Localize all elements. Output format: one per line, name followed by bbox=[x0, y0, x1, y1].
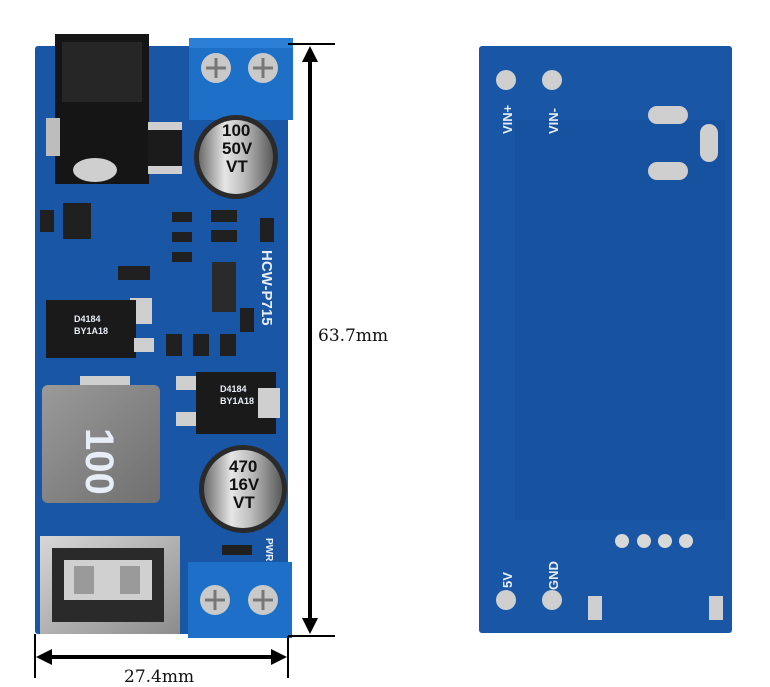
via bbox=[637, 534, 651, 548]
mosfet-marking-2: BY1A18 bbox=[74, 326, 108, 336]
vin-minus-pad bbox=[542, 70, 562, 90]
cap-voltage: 50V bbox=[222, 139, 253, 158]
mosfet2-marking: D4184 bbox=[220, 384, 247, 394]
inductor: 100 bbox=[42, 376, 160, 503]
cap-out-voltage: 16V bbox=[229, 475, 260, 494]
smd-parts bbox=[40, 203, 274, 356]
cap-series: VT bbox=[226, 157, 248, 176]
solder-pad bbox=[588, 596, 602, 620]
width-dimension: 27.4mm bbox=[34, 634, 289, 687]
cap-out-series: VT bbox=[233, 493, 255, 512]
mosfet2-marking-2: BY1A18 bbox=[220, 396, 254, 406]
pwr-label: PWR bbox=[263, 538, 274, 562]
via bbox=[615, 534, 629, 548]
cap-out-value: 470 bbox=[229, 457, 257, 476]
slot-pad bbox=[648, 106, 688, 124]
mosfet-2: D4184 BY1A18 bbox=[176, 372, 280, 434]
width-label: 27.4mm bbox=[124, 667, 194, 687]
front-board: 100 50V VT D4184 BY1A18 bbox=[35, 34, 293, 638]
usb-port bbox=[40, 536, 180, 634]
via bbox=[679, 534, 693, 548]
via bbox=[658, 534, 672, 548]
board-label: HCW-P715 bbox=[258, 250, 275, 326]
input-terminal bbox=[189, 38, 293, 120]
vin-plus-pad bbox=[496, 70, 516, 90]
5v-pad bbox=[496, 590, 516, 610]
gnd-pad bbox=[542, 590, 562, 610]
height-label: 63.7mm bbox=[318, 326, 388, 346]
dc-jack bbox=[46, 34, 149, 184]
slot-pad bbox=[648, 162, 688, 180]
solder-pad bbox=[709, 596, 723, 620]
mosfet-1: D4184 BY1A18 bbox=[46, 298, 154, 358]
input-capacitor: 100 50V VT bbox=[194, 115, 278, 199]
mosfet-marking: D4184 bbox=[74, 314, 101, 324]
inductor-marking: 100 bbox=[77, 428, 121, 495]
output-capacitor: 470 16V VT bbox=[199, 445, 287, 533]
vin-minus-label: VIN- bbox=[546, 108, 561, 134]
vin-plus-label: VIN+ bbox=[500, 104, 515, 134]
slot-pad bbox=[700, 124, 718, 162]
5v-label: 5V bbox=[500, 572, 515, 588]
output-terminal bbox=[188, 562, 292, 638]
height-dimension: 63.7mm bbox=[288, 43, 388, 637]
back-board: VIN+ VIN- 5V GND bbox=[479, 46, 732, 633]
cap-value: 100 bbox=[222, 121, 250, 140]
diode bbox=[148, 122, 182, 174]
gnd-label: GND bbox=[546, 561, 561, 590]
pwr-led bbox=[222, 545, 252, 555]
